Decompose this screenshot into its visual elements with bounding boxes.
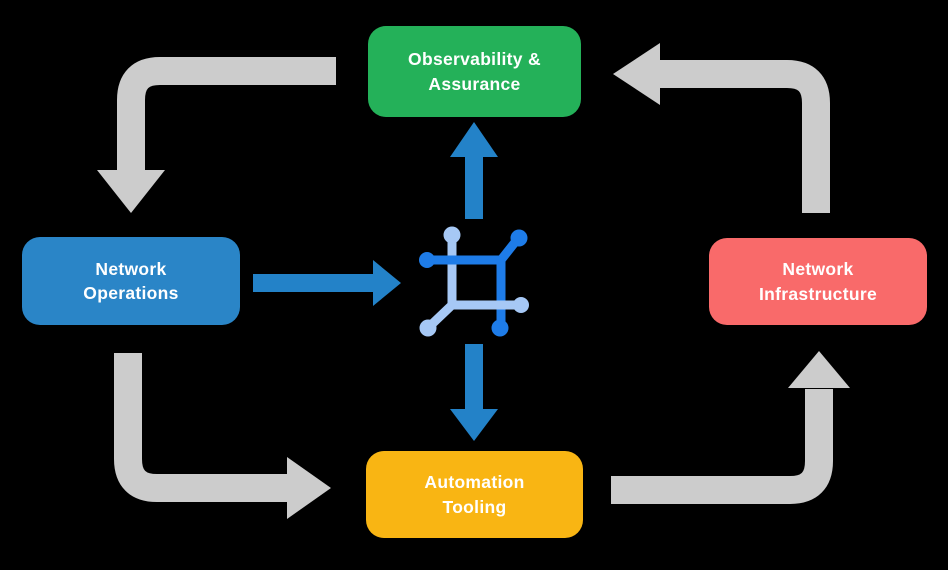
network-automation-icon (419, 226, 529, 337)
arrow-infrastructure-to-observability (613, 43, 830, 213)
node-infrastructure-label: Network Infrastructure (759, 259, 877, 304)
arrow-automation-to-infrastructure (611, 351, 850, 504)
arrow-operations-to-center (253, 260, 401, 306)
arrow-operations-to-automation (114, 353, 331, 519)
node-network-infrastructure: Network Infrastructure (709, 238, 927, 325)
arrow-observability-to-operations (97, 57, 336, 213)
arrow-center-to-automation (450, 344, 498, 441)
node-observability-label: Observability & Assurance (408, 49, 541, 94)
node-network-operations: Network Operations (22, 237, 240, 325)
node-observability-assurance: Observability & Assurance (368, 26, 581, 117)
arrow-center-to-observability (450, 122, 498, 219)
node-automation-label: Automation Tooling (424, 472, 525, 517)
node-operations-label: Network Operations (83, 258, 179, 303)
node-automation-tooling: Automation Tooling (366, 451, 583, 538)
